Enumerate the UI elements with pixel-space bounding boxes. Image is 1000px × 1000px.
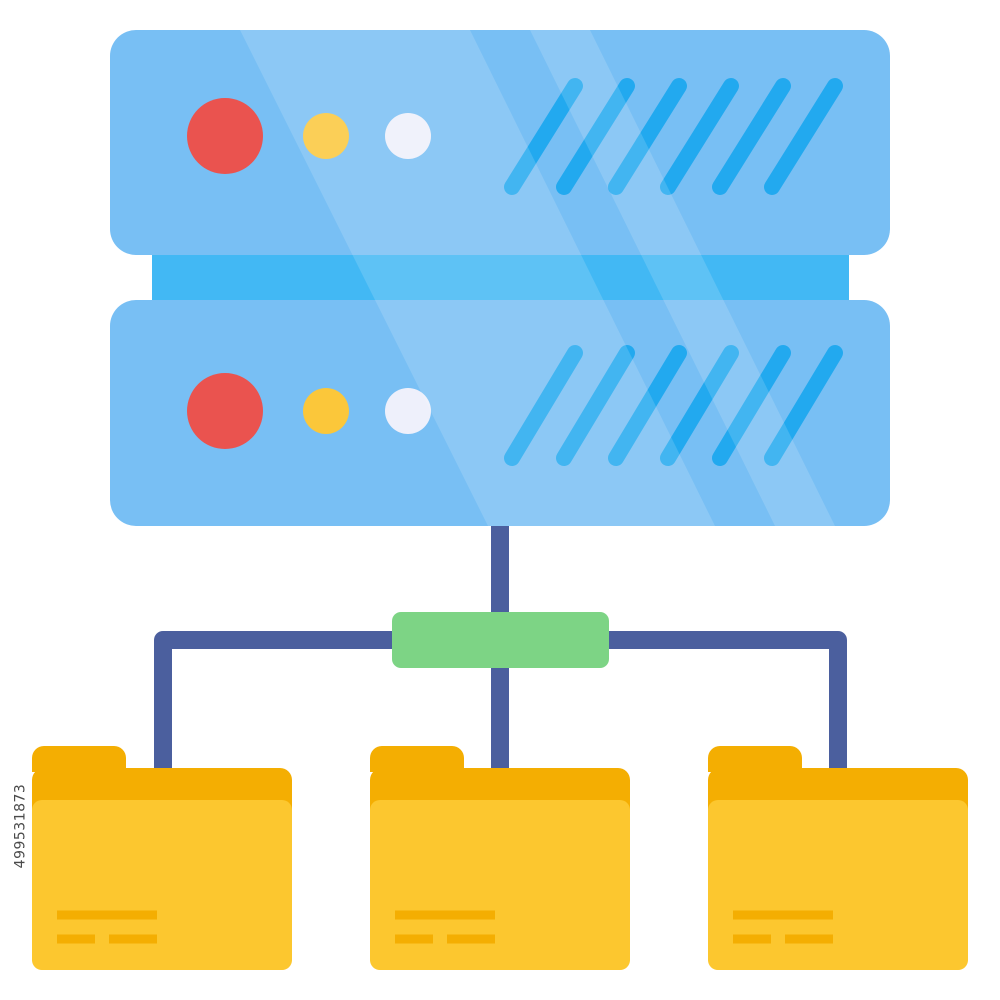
folder-text-lines [395,910,495,944]
server-unit-top [110,30,890,255]
server-glass-shine [240,30,835,526]
yellow-led-icon [303,113,349,159]
server-unit-bottom [110,300,890,526]
vent-stripes [504,345,843,466]
white-led-icon [385,113,431,159]
folder-center [370,746,630,970]
white-led-icon [385,388,431,434]
vent-stripes [504,78,843,195]
left-connector-line [154,631,500,772]
folder-text-lines [57,910,157,944]
folder-text-lines [733,910,833,944]
server-gap [152,255,849,305]
stock-id-label: 499531873 [12,783,29,869]
yellow-led-icon [303,388,349,434]
server-unit-bottom-body [110,300,890,526]
folder-left [32,746,292,970]
network-hub [392,612,609,668]
red-led-icon [187,373,263,449]
folder-right [708,746,968,970]
red-led-icon [187,98,263,174]
stock-id-label-container: 499531873 [6,766,34,886]
right-connector-line [500,631,847,772]
server-unit-top-body [110,30,890,255]
